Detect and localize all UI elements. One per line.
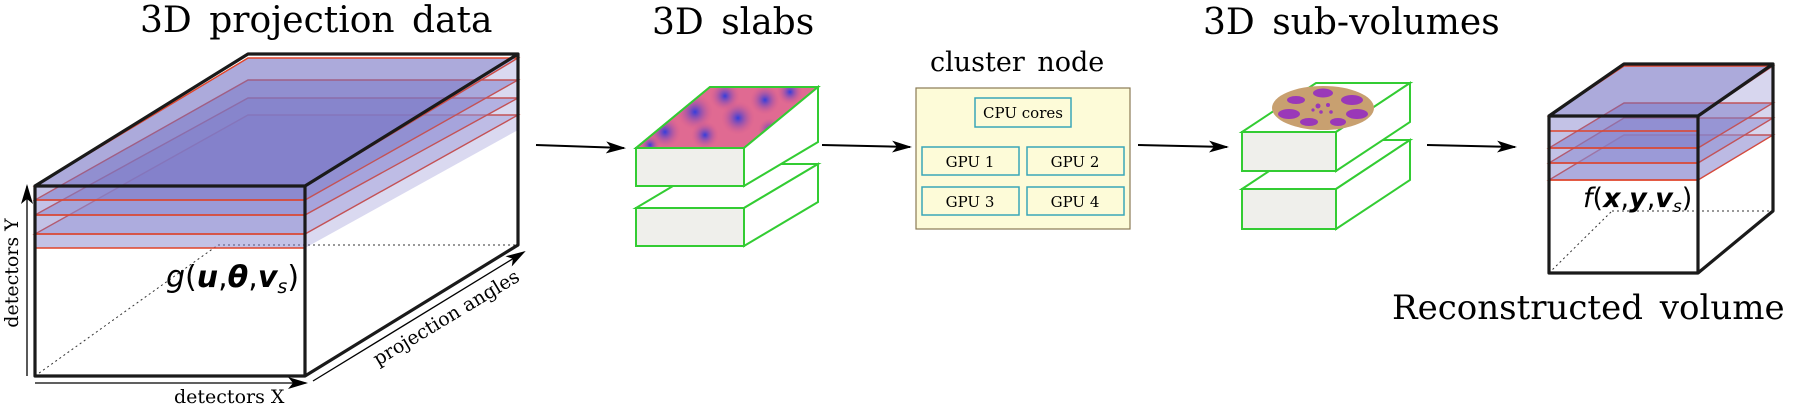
gpu-4-chip: GPU 4 — [1026, 186, 1125, 216]
gpu-2-chip: GPU 2 — [1026, 146, 1125, 176]
slabs-title: 3D slabs — [652, 2, 814, 43]
recon-side-band — [1698, 66, 1773, 180]
projection-data-box — [32, 52, 521, 378]
axis-detectors-x-label: detectors X — [174, 386, 285, 408]
reconstructed-volume-box — [1546, 62, 1776, 275]
projection-front-band — [35, 186, 305, 248]
projection-slabs — [32, 57, 521, 249]
projection-axes — [21, 184, 526, 389]
cpu-cores-chip: CPU cores — [974, 97, 1072, 128]
slabs-stack — [632, 84, 822, 248]
subvolumes-stack — [1238, 81, 1414, 231]
cpu-cores-label: CPU cores — [983, 104, 1063, 122]
gpu-3-label: GPU 3 — [946, 193, 995, 211]
projection-side-band — [305, 58, 518, 248]
formula-f: f(x,y,vs) — [1583, 183, 1692, 217]
gpu-1-label: GPU 1 — [946, 153, 995, 171]
formula-g: g(u,θ,vs) — [166, 260, 299, 298]
cluster-node-box: CPU cores GPU 1 GPU 2 GPU 3 GPU 4 — [915, 87, 1131, 230]
axis-detectors-y-label: detectors Y — [1, 218, 23, 328]
gpu-1-chip: GPU 1 — [921, 146, 1020, 176]
gpu-2-label: GPU 2 — [1051, 153, 1100, 171]
arrow-to-slabs — [535, 141, 626, 154]
reconstructed-title: Reconstructed volume — [1392, 288, 1785, 328]
subvolume-upper — [1238, 81, 1414, 173]
projection-title: 3D projection data — [140, 0, 493, 41]
gpu-4-label: GPU 4 — [1051, 193, 1100, 211]
arrow-to-cluster — [821, 140, 912, 153]
arrow-to-subvolumes — [1137, 140, 1229, 153]
gpu-3-chip: GPU 3 — [921, 186, 1020, 216]
axis-projection-angles-label: projection angles — [369, 266, 523, 371]
cluster-title: cluster node — [930, 47, 1104, 78]
subvolumes-title: 3D sub-volumes — [1203, 2, 1500, 43]
axis-angles-arrow — [312, 250, 526, 382]
slab-lower — [632, 162, 822, 248]
phantom-disc — [1272, 86, 1374, 130]
arrow-to-reconstructed — [1426, 140, 1517, 153]
